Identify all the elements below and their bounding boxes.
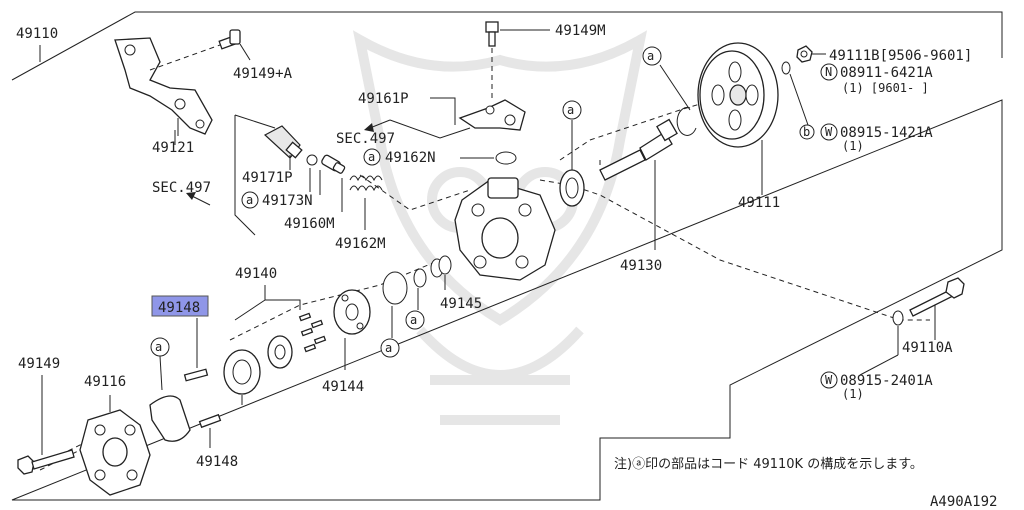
rotor bbox=[267, 335, 293, 369]
spring-49162m bbox=[349, 175, 383, 192]
diagram-code: A490A192 bbox=[930, 494, 997, 510]
mark-a-seal-text: a bbox=[567, 103, 574, 117]
leader-49149a-label bbox=[239, 43, 251, 61]
arrow-sec497-top bbox=[364, 119, 391, 132]
label-08911-6421a: 08911-6421A bbox=[840, 65, 933, 81]
mark-W-2401 bbox=[820, 371, 838, 389]
cover-49116 bbox=[79, 409, 151, 496]
label-49173n: 49173N bbox=[262, 193, 313, 209]
label-08915-1421a: 08915-1421A bbox=[840, 125, 933, 141]
assembly-frame bbox=[11, 11, 1003, 501]
mark-a-snapring bbox=[642, 46, 662, 66]
label-sec497-top: SEC.497 bbox=[336, 131, 395, 147]
mark-a-49173n bbox=[241, 191, 259, 209]
oring-49162n bbox=[495, 151, 517, 165]
centerline-upper bbox=[359, 174, 471, 211]
label-49161p: 49161P bbox=[358, 91, 409, 107]
leader-49149a bbox=[149, 44, 221, 71]
label-49144: 49144 bbox=[322, 379, 364, 395]
mark-N bbox=[820, 63, 838, 81]
label-49171p: 49171P bbox=[242, 170, 293, 186]
mark-a-oring-small bbox=[405, 310, 425, 330]
label-49149m: 49149M bbox=[555, 23, 606, 39]
washer-08915-1421 bbox=[781, 61, 791, 75]
label-49121: 49121 bbox=[152, 140, 194, 156]
highlight-49148 bbox=[151, 295, 209, 317]
bolt-49110a bbox=[909, 277, 965, 317]
label-49148-top: 49148 bbox=[158, 300, 200, 316]
cam-ring bbox=[223, 349, 261, 395]
mark-N-text: N bbox=[825, 65, 832, 79]
label-49149a: 49149+A bbox=[233, 66, 293, 82]
label-49162m: 49162M bbox=[335, 236, 386, 252]
mark-b bbox=[799, 124, 815, 140]
pulley-49111 bbox=[697, 42, 779, 148]
arrow-sec497-left bbox=[186, 192, 211, 206]
mark-W-1421-text: W bbox=[825, 125, 833, 139]
label-49162n: 49162N bbox=[385, 150, 436, 166]
pin-49148-top bbox=[183, 368, 209, 382]
label-49160m: 49160M bbox=[284, 216, 335, 232]
pipe-49161p bbox=[458, 99, 526, 131]
plate-49144 bbox=[333, 289, 371, 335]
nut-49111b bbox=[796, 45, 813, 63]
mark-b-text: b bbox=[803, 125, 810, 139]
spring-49145 bbox=[430, 255, 452, 278]
shaft-49130 bbox=[599, 118, 678, 181]
mark-a-49162n-text: a bbox=[368, 150, 375, 164]
centerline-main bbox=[539, 179, 930, 321]
label-49116: 49116 bbox=[84, 374, 126, 390]
bracket-49140 bbox=[234, 285, 301, 321]
bolt-49149 bbox=[17, 449, 75, 475]
bolt-49149a bbox=[218, 29, 241, 50]
mark-a-49173n-text: a bbox=[246, 193, 253, 207]
label-49130: 49130 bbox=[620, 258, 662, 274]
bracket-49121 bbox=[114, 37, 213, 136]
mark-a-seal bbox=[562, 100, 582, 120]
pin-49148-bottom bbox=[198, 413, 222, 429]
label-49110: 49110 bbox=[16, 26, 58, 42]
bolt-49149m bbox=[485, 21, 499, 47]
mark-a-oring-large-text: a bbox=[385, 341, 392, 355]
label-08915-1421a-sub: (1) bbox=[842, 139, 864, 153]
valve-49160m bbox=[321, 154, 346, 174]
label-sec497-left: SEC.497 bbox=[152, 180, 211, 196]
label-49149: 49149 bbox=[18, 356, 60, 372]
pump-body bbox=[454, 177, 556, 281]
oring-49173n bbox=[306, 154, 318, 166]
mark-a-49162n bbox=[363, 148, 381, 166]
label-49145: 49145 bbox=[440, 296, 482, 312]
washer-08915-2401 bbox=[892, 310, 904, 326]
label-49110a: 49110A bbox=[902, 340, 953, 356]
hose-line-left bbox=[234, 114, 276, 236]
label-08915-2401a-sub: (1) bbox=[842, 387, 864, 401]
mark-W-2401-text: W bbox=[825, 373, 833, 387]
oring-large bbox=[382, 271, 408, 305]
label-49148-bottom: 49148 bbox=[196, 454, 238, 470]
mark-W-1421 bbox=[820, 123, 838, 141]
gasket bbox=[149, 395, 191, 442]
label-08915-2401a: 08915-2401A bbox=[840, 373, 933, 389]
label-08911-sub: (1) [9601- ] bbox=[842, 81, 929, 95]
mark-a-oring-large bbox=[380, 338, 400, 358]
oring-small bbox=[413, 268, 427, 288]
footnote: 注)ⓐ印の部品はコード 49110K の構成を示します。 bbox=[614, 457, 923, 472]
mark-a-oring-small-text: a bbox=[410, 313, 417, 327]
mark-a-gasket-text: a bbox=[155, 340, 162, 354]
fitting-49171p bbox=[263, 125, 303, 159]
label-49111: 49111 bbox=[738, 195, 780, 211]
label-49111b: 49111B[9506-9601] bbox=[829, 48, 972, 64]
mark-a-snapring-text: a bbox=[647, 49, 654, 63]
label-49140: 49140 bbox=[235, 266, 277, 282]
vanes bbox=[298, 312, 327, 353]
snap-ring bbox=[676, 106, 697, 136]
